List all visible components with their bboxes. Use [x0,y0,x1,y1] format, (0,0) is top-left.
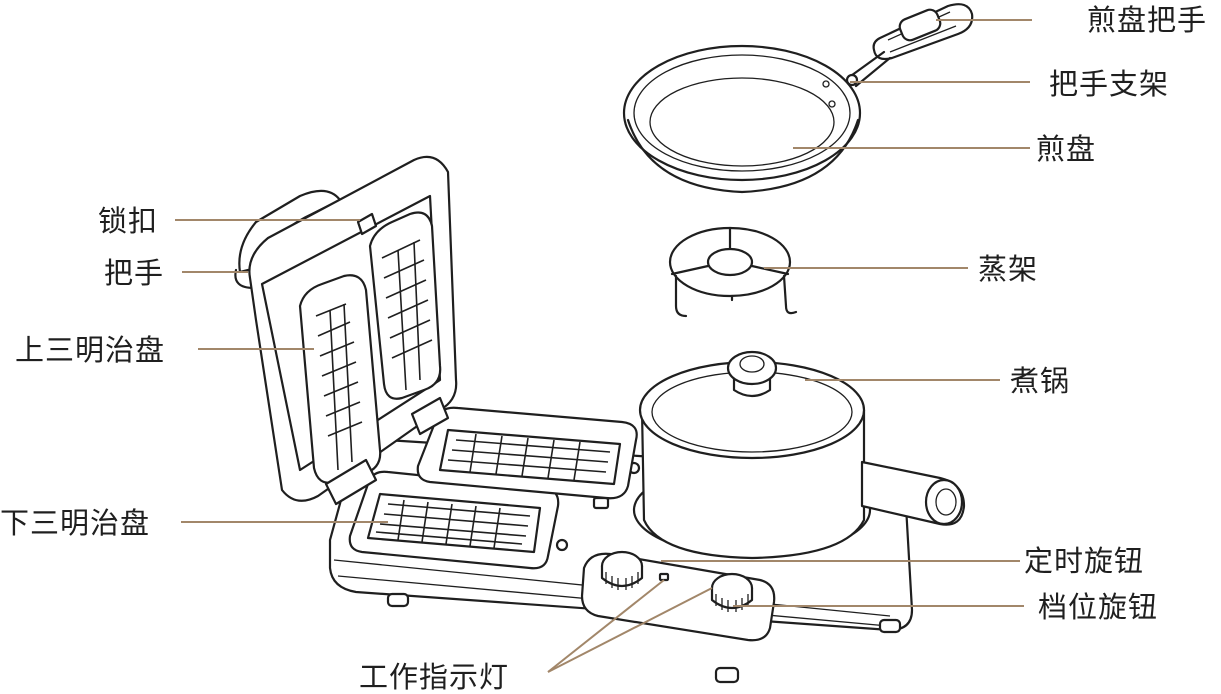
label-power-level-knob: 档位旋钮 [1038,590,1158,624]
label-lower-sandwich-plate: 下三明治盘 [0,506,150,540]
leader-lines [175,19,1032,673]
leader-indicator-light-b [547,587,713,673]
label-lock: 锁扣 [98,204,158,238]
label-upper-sandwich-plate: 上三明治盘 [15,333,165,367]
cooking-pot-illustration [632,350,966,560]
label-frying-pan: 煎盘 [1036,132,1096,166]
label-frying-pan-handle: 煎盘把手 [1087,3,1207,37]
leader-indicator-light-a [547,579,665,673]
part-labels: 煎盘把手 把手支架 煎盘 锁扣 把手 蒸架 上三明治盘 煮锅 下三明治盘 定时旋… [0,3,1207,694]
label-steam-rack: 蒸架 [978,252,1038,286]
steam-rack-illustration [668,226,798,318]
label-handle: 把手 [104,256,164,290]
sandwich-lid-illustration [234,155,458,506]
label-cooking-pot: 煮锅 [1010,364,1070,398]
label-handle-bracket: 把手支架 [1049,67,1169,101]
frying-pan-illustration [622,3,974,194]
lower-sandwich-plates-illustration [348,406,638,570]
label-indicator-light: 工作指示灯 [359,660,509,694]
label-timer-knob: 定时旋钮 [1024,544,1144,578]
